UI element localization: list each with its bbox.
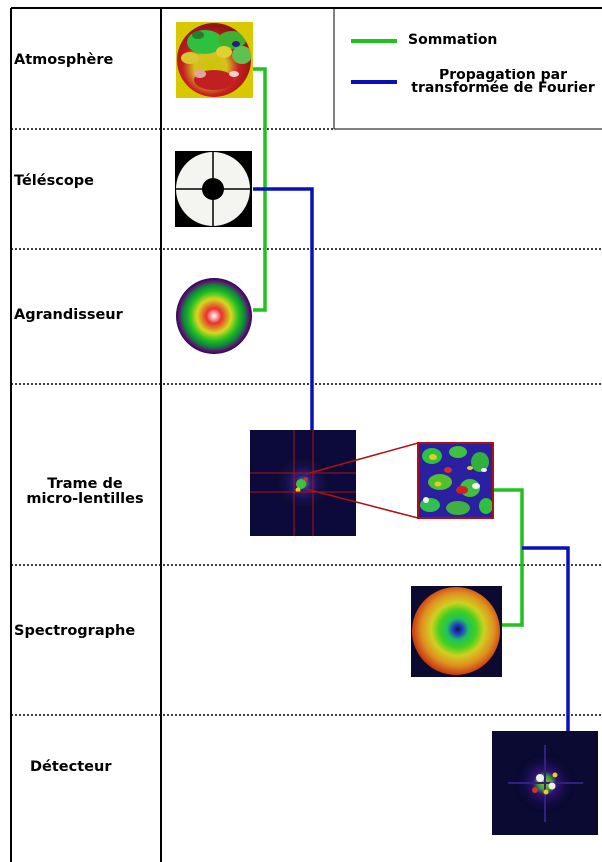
atmospheric-phase-screen-image [176,22,253,98]
propagation-connectors [253,187,570,731]
legend-summation-label: Sommation [408,32,498,48]
stage-label-trame: Trame de micro-lentilles [26,476,144,507]
zoom-lines [305,442,419,519]
propagation-path-1 [253,187,314,430]
stage-label-telescope: Téléscope [14,173,95,189]
stage-label-atmosphere: Atmosphère [14,52,114,68]
row-dividers [11,128,602,716]
stage-label-spectrographe: Spectrographe [14,623,136,639]
detector-speckle-image [492,731,598,835]
summation-connectors [253,67,524,627]
telescope-pupil-image [175,151,252,227]
stage-label-agrandisseur: Agrandisseur [14,307,123,323]
summation-path-2 [493,488,524,627]
stage-label-detecteur: Détecteur [30,759,112,775]
propagation-path-2 [522,546,570,731]
microlens-array-image [250,430,356,536]
spectrograph-phase-image [411,586,502,677]
table-frame [10,7,602,862]
microlens-zoom-image [417,442,494,519]
magnifier-phase-image [176,278,252,354]
legend-propagation-label: Propagation par transformée de Fourier [411,69,595,95]
